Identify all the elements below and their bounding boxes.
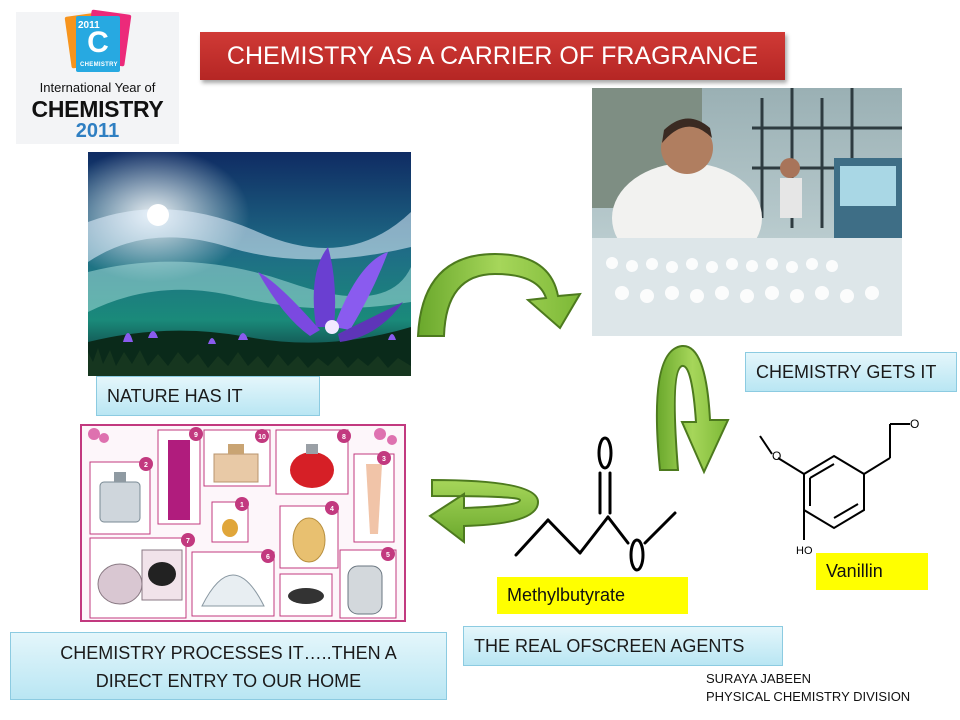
vanillin-structure-diagram: O O HO <box>759 417 919 557</box>
arrow-nature-to-lab-icon <box>416 252 582 337</box>
logo-badge-word: CHEMISTRY <box>80 62 118 68</box>
label-chemistry-processes-it: CHEMISTRY PROCESSES IT…..THEN A DIRECT E… <box>10 632 447 700</box>
perfume-collage-image: 2 9 10 3 8 4 1 7 6 5 <box>80 424 406 622</box>
perfume-tag-10: 10 <box>258 434 266 441</box>
perfume-tag-7: 7 <box>186 538 190 545</box>
logo-line3: 2011 <box>75 120 120 142</box>
author-credit: SURAYA JABEEN PHYSICAL CHEMISTRY DIVISIO… <box>706 670 910 706</box>
nature-night-flower-image <box>88 152 411 376</box>
label-real-agents: THE REAL OFSCREEN AGENTS <box>463 626 783 666</box>
methylbutyrate-structure-diagram <box>514 436 677 572</box>
perfume-tag-8: 8 <box>342 434 346 441</box>
slide-title: CHEMISTRY AS A CARRIER OF FRAGRANCE <box>200 32 785 80</box>
logo-line2: CHEMISTRY <box>31 96 164 122</box>
arrow-to-perfumes-icon <box>428 478 540 545</box>
logo-letter: C <box>87 26 109 59</box>
author-division: PHYSICAL CHEMISTRY DIVISION <box>706 689 911 704</box>
perfume-tag-6: 6 <box>266 554 270 561</box>
label-process-line2: DIRECT ENTRY TO OUR HOME <box>95 671 362 691</box>
logo-line1: International Year of <box>39 80 156 95</box>
label-chemistry-gets-it: CHEMISTRY GETS IT <box>745 352 957 392</box>
perfume-tag-9: 9 <box>194 432 198 439</box>
label-vanillin: Vanillin <box>816 553 928 590</box>
label-nature-has-it: NATURE HAS IT <box>96 376 320 416</box>
vanillin-methoxy-oxygen: O <box>772 449 781 463</box>
perfume-tag-4: 4 <box>330 506 334 513</box>
vanillin-aldehyde-oxygen: O <box>910 417 919 431</box>
label-process-line1: CHEMISTRY PROCESSES IT…..THEN A <box>60 643 397 663</box>
logo-year-badge: 2011 <box>78 20 100 31</box>
vanillin-hydroxyl: HO <box>796 545 813 557</box>
perfume-tag-5: 5 <box>386 552 390 559</box>
chemistry-lab-photo <box>592 88 902 336</box>
perfume-tag-1: 1 <box>240 502 244 509</box>
arrow-lab-down-icon <box>655 344 730 475</box>
author-name: SURAYA JABEEN <box>706 671 811 686</box>
perfume-tag-2: 2 <box>144 462 148 469</box>
label-methylbutyrate: Methylbutyrate <box>497 577 688 614</box>
perfume-tag-3: 3 <box>382 456 386 463</box>
iyc-2011-logo: 2011 C CHEMISTRY International Year of C… <box>16 9 179 144</box>
